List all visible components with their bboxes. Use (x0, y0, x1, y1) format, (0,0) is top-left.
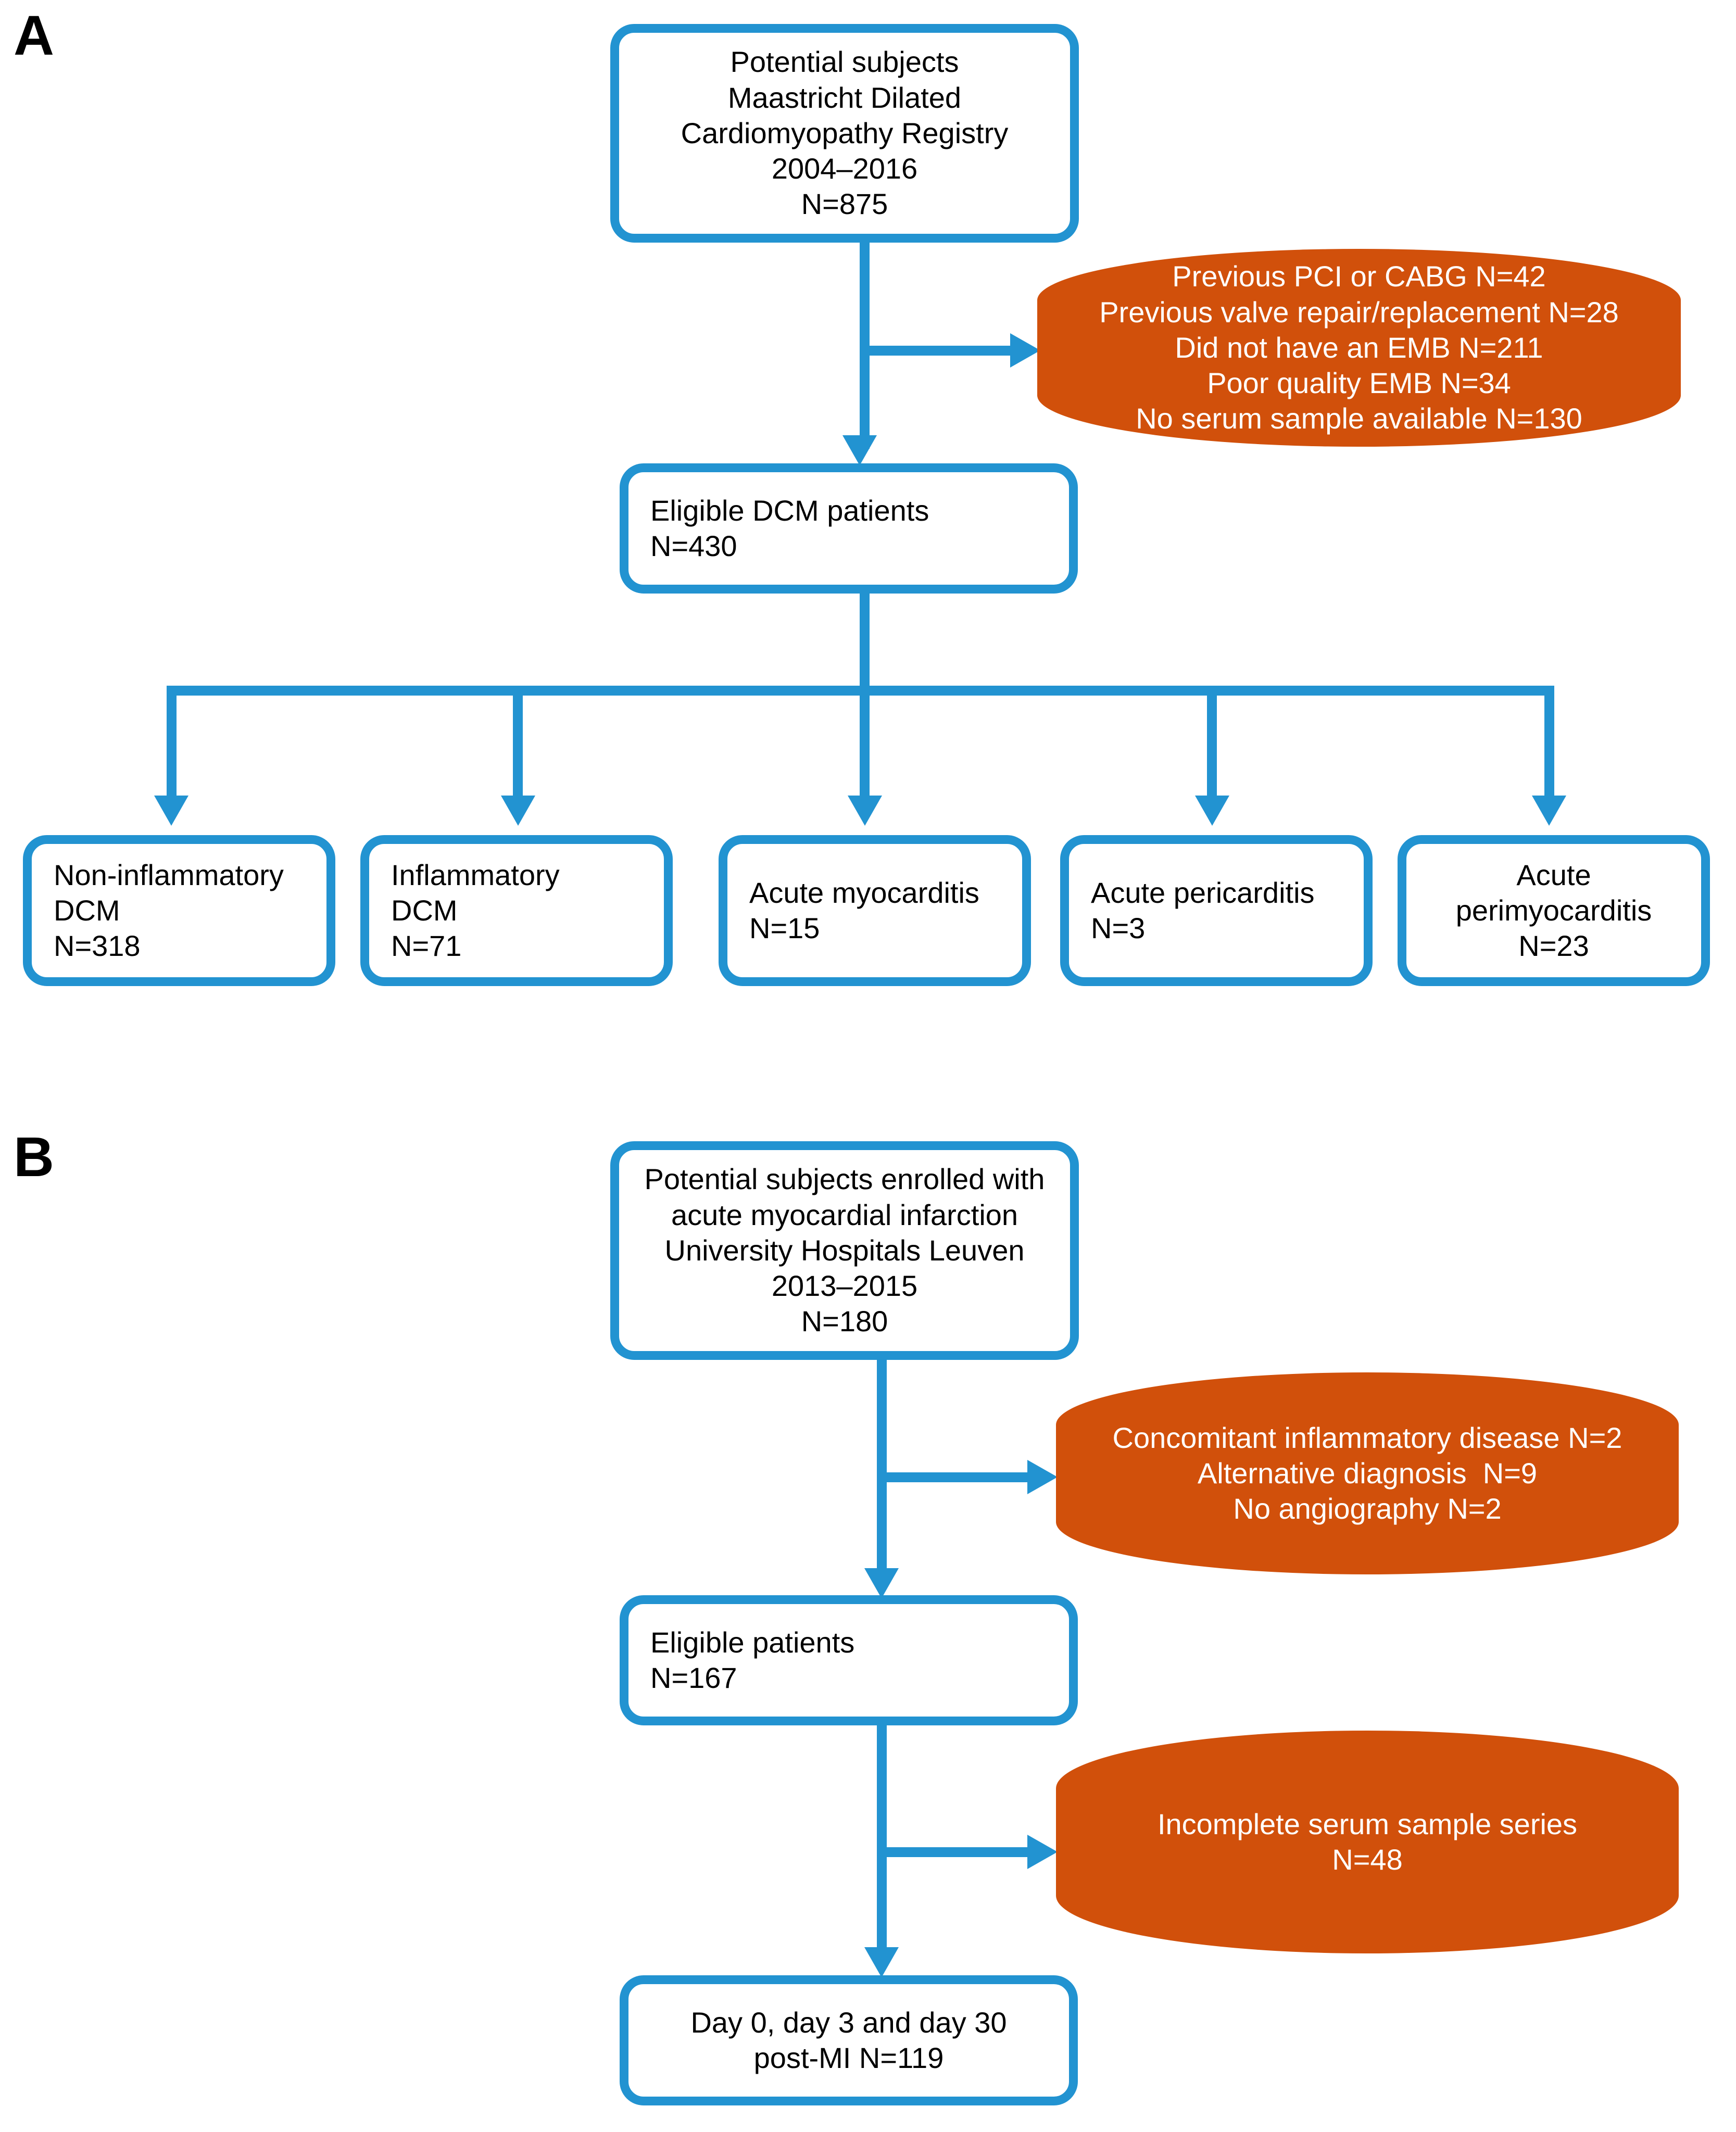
node-a-eligible: Eligible DCM patients N=430 (620, 463, 1078, 594)
node-line: N=318 (54, 929, 141, 963)
arrowhead-b-exclusion2 (1027, 1835, 1058, 1869)
node-b-final: Day 0, day 3 and day 30 post-MI N=119 (620, 1975, 1078, 2105)
node-b-source: Potential subjects enrolled with acute m… (610, 1141, 1079, 1360)
node-line: Eligible patients (650, 1625, 855, 1659)
node-line: Inflammatory (391, 858, 560, 891)
arrowhead-a-source-to-eligible (842, 435, 877, 465)
node-line: Eligible DCM patients (650, 494, 929, 527)
node-line: 2004–2016 (771, 152, 918, 185)
node-line: No serum sample available N=130 (1136, 402, 1582, 435)
node-a-source: Potential subjects Maastricht Dilated Ca… (610, 24, 1079, 243)
node-line: Maastricht Dilated (727, 81, 962, 114)
connector-a-branch-1 (167, 686, 177, 805)
node-line: DCM (54, 893, 120, 927)
node-line: Day 0, day 3 and day 30 (690, 2005, 1007, 2039)
connector-b-source-to-eligible (877, 1358, 887, 1582)
arrowhead-a-exclusion (1010, 333, 1040, 368)
node-line: Incomplete serum sample series (1157, 1807, 1578, 1840)
connector-a-eligible-stem (860, 591, 870, 696)
node-line: N=430 (650, 529, 737, 562)
node-line: post-MI N=119 (753, 2041, 944, 2074)
node-line: Acute pericarditis (1091, 876, 1315, 909)
node-line: N=875 (801, 187, 888, 221)
node-line: N=167 (650, 1661, 737, 1694)
node-line: Poor quality EMB N=34 (1207, 367, 1511, 400)
node-line: Concomitant inflammatory disease N=2 (1112, 1421, 1622, 1454)
node-line: No angiography N=2 (1233, 1492, 1502, 1525)
node-line: acute myocardial infarction (671, 1198, 1018, 1231)
node-line: N=180 (801, 1305, 888, 1338)
node-a-exclusions: Previous PCI or CABG N=42 Previous valve… (1037, 249, 1681, 447)
node-line: Previous valve repair/replacement N=28 (1099, 295, 1619, 329)
connector-b-exclusion2-stem (877, 1847, 1035, 1857)
node-line: N=3 (1091, 912, 1146, 944)
node-line: Acute myocarditis (749, 876, 979, 909)
node-line: Potential subjects (730, 45, 959, 79)
arrowhead-a-branch-5 (1532, 796, 1566, 826)
node-line: Cardiomyopathy Registry (681, 116, 1009, 149)
node-a-group-4: Acute pericarditis N=3 (1060, 835, 1373, 986)
node-a-group-1: Non-inflammatory DCM N=318 (23, 835, 335, 986)
node-b-exclusions-2: Incomplete serum sample series N=48 (1056, 1731, 1679, 1953)
connector-a-source-to-eligible (860, 241, 870, 449)
connector-b-eligible-to-final (877, 1723, 887, 1963)
node-line: DCM (391, 893, 458, 927)
node-line: Potential subjects enrolled with (644, 1163, 1045, 1196)
panel-b-label: B (14, 1125, 54, 1188)
node-line: N=71 (391, 929, 462, 963)
node-line: N=23 (1518, 929, 1589, 963)
connector-a-branch-4 (1207, 686, 1217, 805)
arrowhead-a-branch-2 (501, 796, 535, 826)
arrowhead-a-branch-1 (154, 796, 188, 826)
node-line: Did not have an EMB N=211 (1175, 331, 1543, 364)
connector-a-branch-3 (860, 686, 870, 805)
node-a-group-3: Acute myocarditis N=15 (719, 835, 1031, 986)
node-line: Non-inflammatory (54, 858, 284, 891)
node-b-exclusions-1: Concomitant inflammatory disease N=2 Alt… (1056, 1372, 1679, 1574)
node-line: N=48 (1332, 1843, 1403, 1876)
node-line: 2013–2015 (771, 1269, 918, 1303)
connector-a-branch-2 (513, 686, 523, 805)
arrowhead-a-branch-4 (1195, 796, 1229, 826)
connector-a-exclusion-stem (860, 346, 1017, 356)
node-line: perimyocarditis (1455, 893, 1652, 927)
node-a-group-2: Inflammatory DCM N=71 (360, 835, 673, 986)
node-line: Alternative diagnosis N=9 (1197, 1456, 1538, 1490)
arrowhead-b-exclusion1 (1027, 1460, 1058, 1494)
panel-a-label: A (14, 4, 54, 67)
connector-b-exclusion1-stem (877, 1472, 1035, 1482)
node-line: University Hospitals Leuven (664, 1233, 1025, 1267)
node-line: Acute (1516, 858, 1591, 891)
arrowhead-b-eligible-to-final (864, 1947, 899, 1977)
node-line: Previous PCI or CABG N=42 (1172, 260, 1546, 293)
node-line: N=15 (749, 912, 820, 944)
node-a-group-5: Acute perimyocarditis N=23 (1398, 835, 1710, 986)
arrowhead-b-source-to-eligible (864, 1568, 899, 1598)
node-b-eligible: Eligible patients N=167 (620, 1595, 1078, 1725)
connector-a-branch-5 (1544, 686, 1554, 805)
arrowhead-a-branch-3 (848, 796, 882, 826)
